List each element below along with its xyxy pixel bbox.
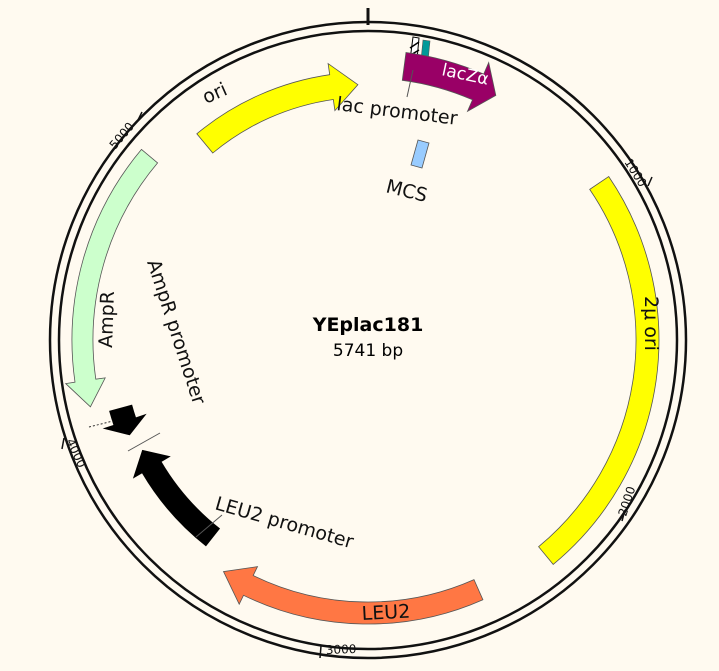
leu2-promoter-feature[interactable] xyxy=(132,449,221,547)
ori-label: ori xyxy=(199,78,231,108)
mcs-label: MCS xyxy=(384,176,430,207)
tick-1000: 1000 xyxy=(621,156,649,189)
ampr-promoter-leader xyxy=(127,432,161,452)
tick-3000-mark xyxy=(319,645,322,659)
mcs-feature[interactable] xyxy=(410,139,430,169)
lacza-feature[interactable] xyxy=(401,52,497,113)
leu2-label: LEU2 xyxy=(361,600,411,625)
leu2-promoter-label: LEU2 promoter xyxy=(213,493,357,554)
two-micron-ori-label: 2μ ori xyxy=(640,296,662,351)
ampr-dotted-divider xyxy=(88,420,114,428)
two-micron-ori-feature[interactable] xyxy=(538,175,660,565)
tick-4000: 4000 xyxy=(63,436,89,470)
plasmid-size: 5741 bp xyxy=(333,341,403,361)
backbone-inner xyxy=(57,29,679,651)
ori-feature[interactable] xyxy=(196,62,359,154)
tick-5000: 5000 xyxy=(107,120,137,152)
lac-region xyxy=(401,36,497,169)
lac-promoter-hatch-1 xyxy=(409,41,420,49)
leu2-promoter-leader xyxy=(195,514,223,538)
tick-1000-mark xyxy=(647,176,653,187)
tick-3000: 3000 xyxy=(326,642,357,657)
ampr-label: AmpR xyxy=(95,291,119,349)
plasmid-name: YEplac181 xyxy=(312,314,424,336)
ampr-promoter-feature[interactable] xyxy=(102,404,147,436)
lac-promoter-leader xyxy=(406,69,414,98)
scale-ticks xyxy=(61,111,653,659)
lac-promoter-label: lac promoter xyxy=(335,93,459,130)
tick-2000-mark xyxy=(621,509,626,522)
tick-4000-mark xyxy=(61,437,65,450)
ampr-promoter-label: AmpR promoter xyxy=(142,257,210,408)
tick-5000-mark xyxy=(137,111,143,121)
leu2-feature[interactable] xyxy=(222,566,484,625)
ampr-feature[interactable] xyxy=(64,148,159,408)
